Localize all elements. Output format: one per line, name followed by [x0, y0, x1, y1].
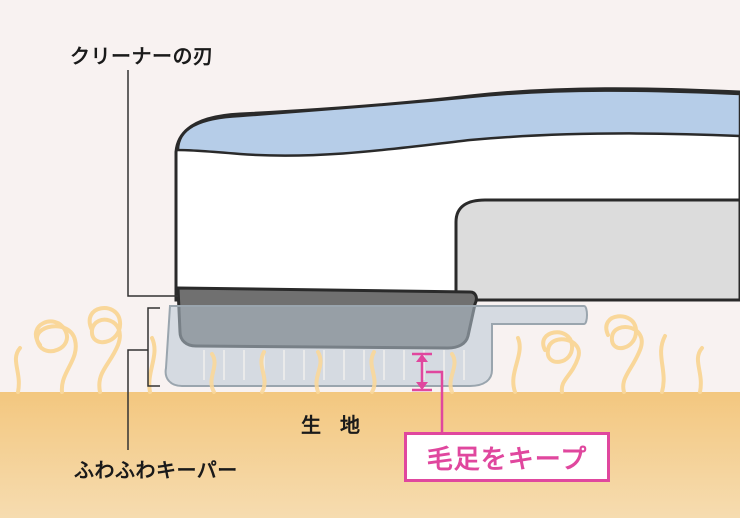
- fabric-label: 生 地: [301, 413, 366, 437]
- fabric-surface: [0, 392, 740, 518]
- cleaner-grip: [454, 198, 740, 302]
- callout-connector: [426, 370, 444, 432]
- fiber-right: [511, 314, 704, 394]
- keeper-bracket: [147, 307, 160, 387]
- keep-pile-callout: 毛足をキープ: [404, 432, 610, 482]
- fiber-under-keeper: [209, 350, 457, 394]
- keeper-leader-line: [127, 349, 148, 450]
- height-arrow-icon: [412, 352, 432, 392]
- leader-lines: [127, 70, 178, 450]
- fuwafuwa-keeper: [164, 305, 588, 387]
- blade-label: クリーナーの刃: [70, 44, 214, 68]
- blade-leader-line: [127, 70, 178, 297]
- fiber-left: [14, 306, 157, 394]
- keeper-label: ふわふわキーパー: [74, 458, 238, 482]
